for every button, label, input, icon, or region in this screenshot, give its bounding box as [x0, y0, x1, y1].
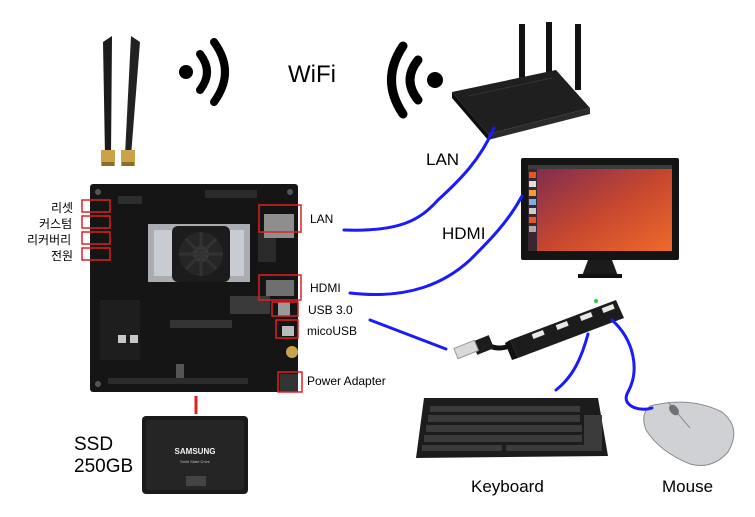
- wifi-router: [452, 22, 590, 140]
- board-label-power: 전원: [51, 249, 74, 263]
- keyboard-label: Keyboard: [471, 477, 544, 496]
- mouse-label: Mouse: [662, 477, 714, 496]
- port-label-lan: LAN: [310, 212, 334, 226]
- port-label-usb: USB 3.0: [308, 303, 353, 317]
- jetson-board: [90, 184, 298, 392]
- samsung-ssd: SAMSUNG Solid State Drive: [142, 416, 248, 494]
- ssd-model: Solid State Drive: [180, 459, 211, 464]
- cables: [342, 126, 654, 411]
- hdmi-cable: [348, 194, 524, 297]
- usb-cable: [368, 318, 448, 351]
- usb-hub: [453, 299, 624, 360]
- port-label-micro-usb: micoUSB: [307, 324, 358, 338]
- wifi-signal-right-icon: [387, 41, 443, 119]
- port-label-hdmi: HDMI: [310, 281, 341, 295]
- wifi-signal-left-icon: [179, 38, 229, 106]
- board-label-reset: 리셋: [51, 201, 74, 215]
- wifi-title: WiFi: [288, 61, 336, 88]
- monitor: [521, 158, 679, 278]
- mouse: [643, 401, 735, 466]
- port-highlights: [81, 199, 303, 393]
- board-label-custom: 커스텀: [39, 217, 73, 231]
- port-label-power-adapter: Power Adapter: [307, 374, 386, 388]
- lan-cable: [342, 126, 496, 232]
- ssd-label-capacity: 250GB: [74, 456, 134, 477]
- cable-label-lan: LAN: [426, 150, 460, 169]
- ssd-label-type: SSD: [74, 434, 114, 455]
- keyboard: [416, 398, 608, 458]
- mouse-cable: [610, 318, 654, 411]
- board-label-recovery: 리커버리: [27, 233, 72, 247]
- antenna-pair: [101, 36, 140, 166]
- keyboard-cable: [554, 332, 590, 392]
- cable-label-hdmi: HDMI: [442, 224, 486, 243]
- ssd-brand: SAMSUNG: [175, 447, 216, 456]
